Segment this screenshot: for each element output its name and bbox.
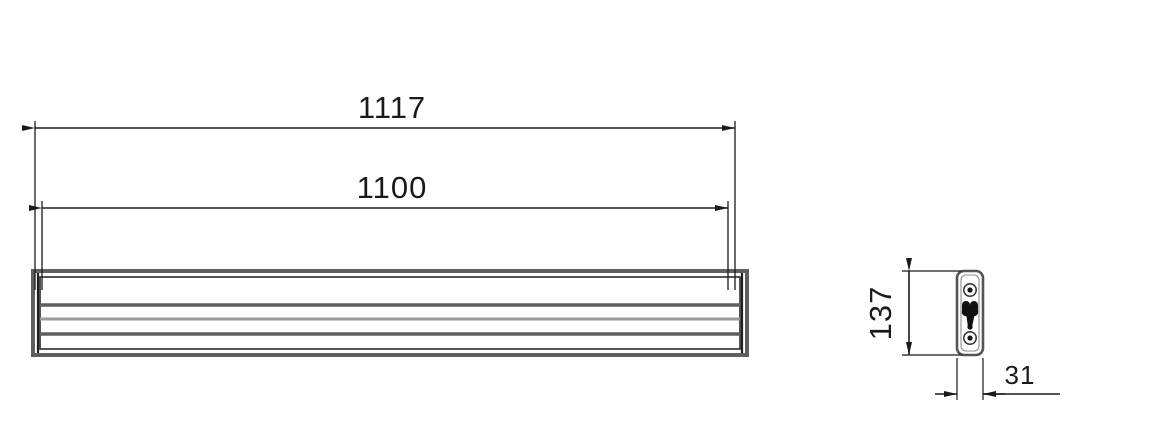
dimension-inner-length: 1100 — [29, 170, 728, 211]
dimension-label-31: 31 — [1005, 360, 1036, 390]
dimension-label-1117: 1117 — [358, 90, 426, 125]
front-view-group — [31, 269, 749, 357]
bracket-hole-top-inner — [967, 287, 973, 293]
bracket-keyhole-slot — [961, 301, 979, 330]
bracket-hole-bottom-outer — [962, 330, 977, 345]
panel-outer-frame — [31, 269, 749, 357]
side-view-group — [955, 269, 985, 357]
dimension-bracket-depth: 31 — [935, 360, 1060, 397]
front-view-extension-lines — [34, 121, 736, 290]
bracket-hole-bottom-inner — [967, 335, 973, 341]
panel-inner-frame — [39, 276, 741, 350]
dimension-bracket-height: 137 — [863, 258, 912, 355]
dimension-label-1100: 1100 — [357, 170, 428, 205]
side-view-extension-lines — [902, 270, 984, 400]
bracket-hole-top-outer — [962, 282, 977, 297]
dimension-overall-length: 1117 — [22, 90, 735, 131]
dimension-label-137: 137 — [863, 286, 898, 341]
